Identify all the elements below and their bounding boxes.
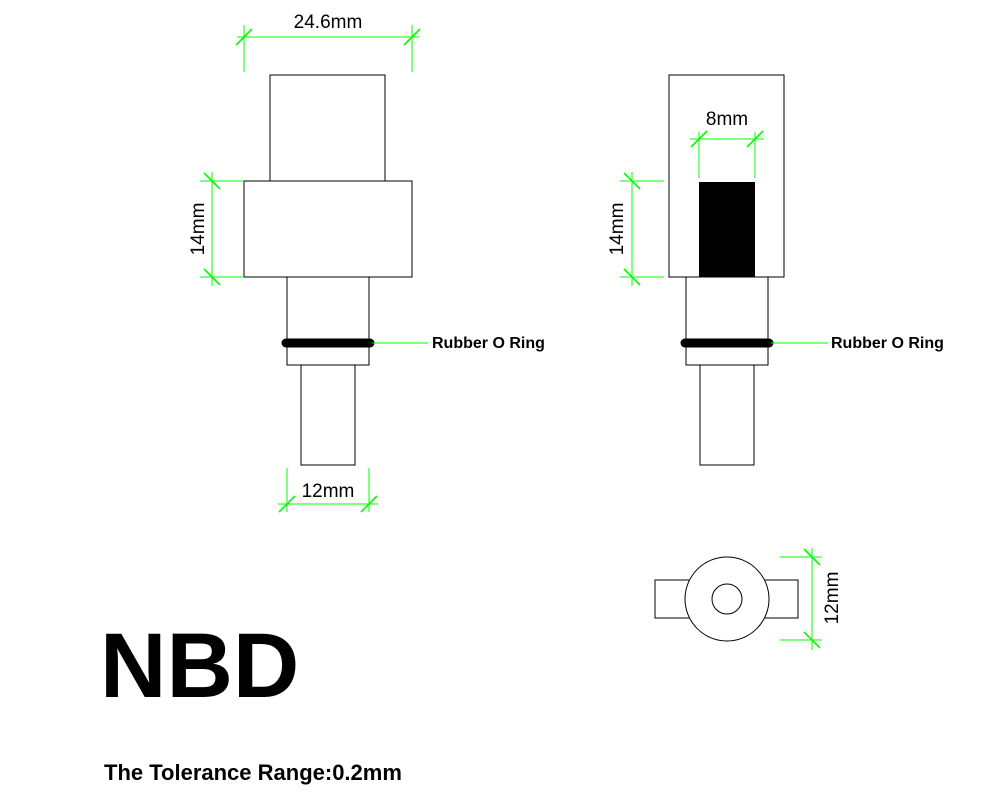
dim-bottom-width-label: 12mm <box>302 481 355 502</box>
right-slot <box>699 182 755 277</box>
left-top-block <box>269 74 386 182</box>
left-lower-stem <box>300 364 356 466</box>
dim-left-height: 14mm <box>188 172 244 286</box>
end-view-inner-bore <box>711 583 743 615</box>
right-lower-stem <box>699 364 755 466</box>
dim-slot-width-label: 8mm <box>706 109 748 130</box>
left-view <box>243 74 413 466</box>
right-upper-stem <box>685 276 769 366</box>
dim-right-height: 14mm <box>607 172 664 286</box>
left-oring-label: Rubber O Ring <box>432 335 545 352</box>
dim-left-height-label: 14mm <box>188 203 209 256</box>
right-oring-callout: Rubber O Ring <box>771 335 944 352</box>
left-collar <box>243 180 413 278</box>
left-upper-stem <box>286 276 370 366</box>
dim-end-view-height-label: 12mm <box>822 572 843 625</box>
end-view <box>654 556 799 642</box>
dim-top-width: 24.6mm <box>235 12 421 72</box>
model-name: NBD <box>100 615 300 717</box>
dim-top-width-label: 24.6mm <box>294 12 363 33</box>
dim-right-height-label: 14mm <box>607 203 628 256</box>
dim-slot-width: 8mm <box>690 109 764 178</box>
tolerance-text: The Tolerance Range:0.2mm <box>104 760 402 785</box>
right-oring-label: Rubber O Ring <box>831 335 944 352</box>
left-oring-callout: Rubber O Ring <box>372 335 545 352</box>
dim-end-view-height: 12mm <box>780 548 843 650</box>
dim-bottom-width: 12mm <box>278 468 378 513</box>
right-view <box>668 74 785 466</box>
